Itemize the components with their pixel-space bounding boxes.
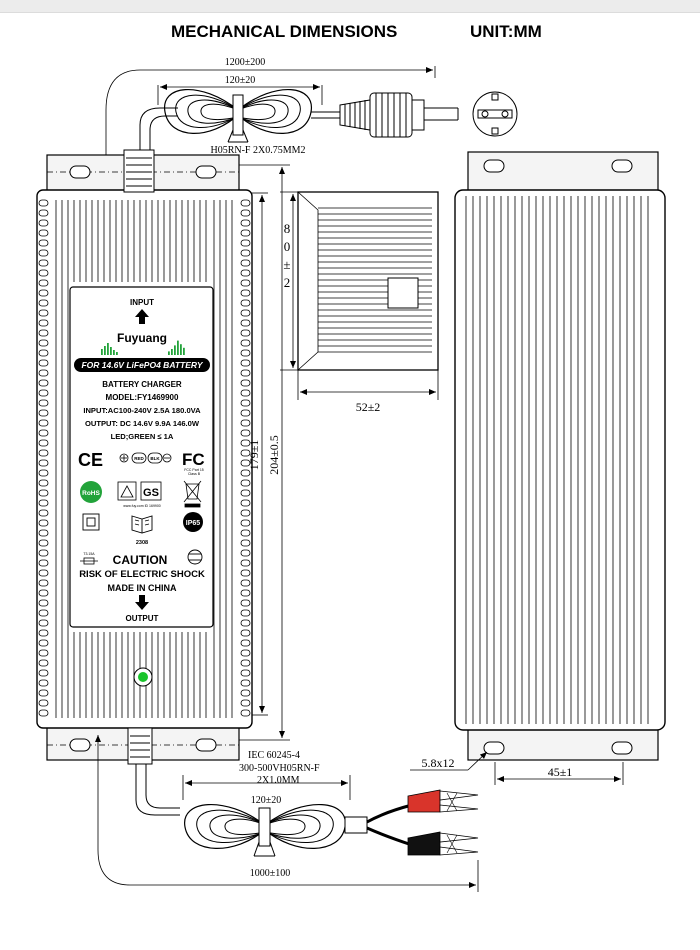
led-indicator-icon [138,672,148,682]
weee-bin-icon [183,480,202,508]
input-arrow-icon [135,309,149,324]
made-in: MADE IN CHINA [108,583,177,593]
cert-small-text: www.fuy.com ID 169900 [123,504,161,508]
output-cable-standard-label: IEC 60245-4 [248,750,300,761]
ip65-icon [183,512,203,532]
mount-spacing-label: 45±1 [548,765,573,779]
output-coil-length-label: 120±20 [251,795,282,806]
side-height-char-1: 8 [284,221,291,236]
side-height-char-4: 2 [284,275,291,290]
side-height-char-3: ± [283,257,290,272]
side-dimension-lines [280,191,439,400]
rohs-icon [80,481,102,503]
date-code: 2308 [136,540,148,546]
window-top-bar [0,0,700,13]
output-cable-length-label: 1000±100 [250,868,291,879]
ip65-label: IP65 [186,520,201,527]
fcc-mark-icon: FC [182,450,205,469]
manual-book-icon [131,515,153,534]
ce-mark-icon: CE [78,450,103,470]
red-battery-clip-icon [407,789,479,813]
gs-mark-icon: GS [143,487,159,499]
fcc-small-2: Class B [188,472,201,476]
output-arrow-icon [135,595,149,610]
input-dimension-lines [103,66,436,190]
input-plug [339,91,518,138]
input-coil-length-label: 120±20 [225,75,256,86]
input-rating: INPUT:AC100-240V 2.5A 180.0VA [83,406,201,415]
output-rating: OUTPUT: DC 14.6V 9.9A 146.0W [85,419,200,428]
input-cable-length-label: 1200±200 [225,57,266,68]
polarity-icon [119,452,172,464]
battery-banner: FOR 14.6V LiFePO4 BATTERY [81,360,203,370]
fcc-small-1: FCC Part 15 [184,468,204,472]
diagram-title: MECHANICAL DIMENSIONS [171,22,398,41]
input-label: INPUT [130,298,154,307]
rohs-label: RoHS [82,490,100,497]
product-label: INPUT Fuyuang FOR 14.6V LiFePO4 BATTERY … [69,286,214,628]
body-length-204-label: 204±0.5 [267,435,281,475]
input-cable [139,88,340,150]
fuse-rating: T3.15A [83,552,95,556]
brand-logo-icon [101,340,185,355]
safety-cert-icon [117,481,162,501]
side-view [297,191,439,371]
unit-label: UNIT:MM [470,22,542,41]
mount-hole-label: 5.8x12 [422,756,455,770]
output-cable-type-label: 300-500VH05RN-F [239,763,320,774]
model-number: MODEL:FY1469900 [106,393,179,402]
polarity-red-label: RED [134,456,144,461]
side-width-label: 52±2 [356,400,381,414]
risk-warning: RISK OF ELECTRIC SHOCK [79,569,205,580]
fuse-icon [80,557,98,565]
input-cable-spec-label: H05RN-F 2X0.75MM2 [210,145,305,156]
output-label: OUTPUT [126,614,159,623]
brand-name: Fuyuang [117,331,167,345]
product-type: BATTERY CHARGER [102,380,182,389]
black-battery-clip-icon [407,831,479,856]
caution-heading: CAUTION [113,553,168,567]
output-cable-size-label: 2X1.0MM [257,775,300,786]
led-spec: LED;GREEN ≤ 1A [111,432,174,441]
output-dimension-lines [95,735,479,892]
back-view [454,151,666,761]
polarity-blk-label: BLK [150,456,160,461]
double-insulation-icon [82,513,100,531]
side-height-char-2: 0 [284,239,291,254]
body-length-179-label: 179±1 [247,440,261,471]
thermal-protection-icon [187,549,203,565]
